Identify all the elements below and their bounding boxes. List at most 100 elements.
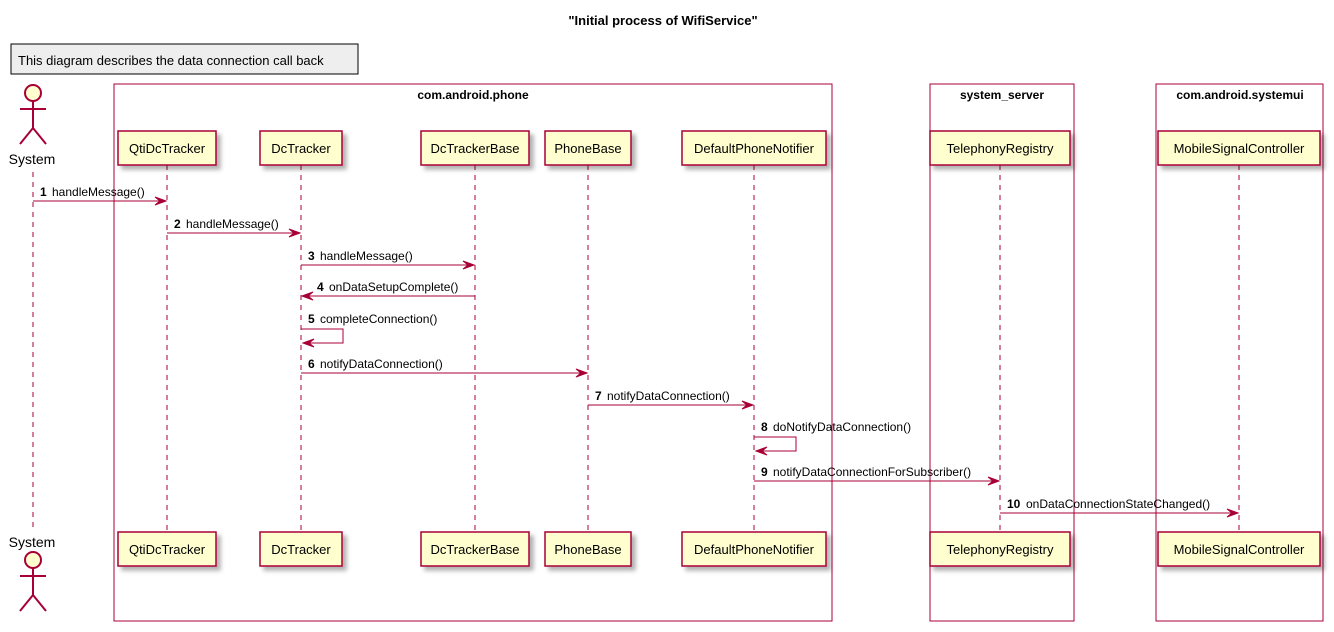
note-box [10,43,359,75]
participant-label: DefaultPhoneNotifier [694,542,815,557]
message-4: 4 onDataSetupComplete() [300,280,475,301]
participant-box [929,531,1071,567]
arrowhead [1226,508,1240,518]
message-5: 5 completeConnection() [301,312,437,348]
message-label: notifyDataConnection() [320,357,443,371]
participant-box [1157,130,1321,166]
participant-label: QtiDcTracker [129,542,206,557]
participant-label: TelephonyRegistry [947,542,1054,557]
message-number: 9 [761,465,768,479]
participant-mobilesignalcontroller-bottom: MobileSignalController [1157,531,1321,567]
participant-box [681,531,827,567]
actor-left-leg [19,594,34,612]
participant-box [420,130,530,166]
participant-box [259,130,343,166]
stick-figure-actor-icon [19,551,47,612]
message-7: 7 notifyDataConnection() [588,389,755,410]
participant-box [544,531,632,567]
box-com-android-systemui-label: com.android.systemui [1176,88,1303,102]
diagram-title: "Initial process of WifiService" [568,13,757,28]
participant-box [117,531,217,567]
message-3: 3 handleMessage() [301,249,476,270]
arrowhead [754,446,768,456]
message-number: 2 [174,217,181,231]
participant-label: DcTracker [271,141,331,156]
message-1: 1 handleMessage() [33,185,168,206]
message-number: 5 [308,312,315,326]
message-label: onDataConnectionStateChanged() [1026,497,1210,511]
arrowhead [301,338,315,348]
actor-label: System [9,534,56,550]
box-com-android-systemui [1155,83,1324,622]
participant-box [929,130,1071,166]
participant-label: PhoneBase [554,141,621,156]
message-number: 8 [761,420,768,434]
arrowhead [288,228,302,238]
participant-box [544,130,632,166]
message-label: notifyDataConnectionForSubscriber() [773,465,971,479]
message-10: 10 onDataConnectionStateChanged() [1000,497,1240,518]
note-text: This diagram describes the data connecti… [18,53,324,68]
participant-box [1157,531,1321,567]
stick-figure-actor-icon [19,84,47,145]
message-label: doNotifyDataConnection() [773,420,911,434]
message-number: 3 [308,249,315,263]
box-system-server-label: system_server [960,88,1044,102]
participant-qtidctracker-top: QtiDcTracker [117,130,217,166]
participant-phonebase-bottom: PhoneBase [544,531,632,567]
message-6: 6 notifyDataConnection() [301,357,589,378]
participant-label: QtiDcTracker [129,141,206,156]
arrowhead [154,196,168,206]
message-label: completeConnection() [320,312,437,326]
message-number: 10 [1007,497,1021,511]
participant-label: DcTracker [271,542,331,557]
message-label: notifyDataConnection() [607,389,730,403]
actor-label: System [9,151,56,167]
participant-qtidctracker-bottom: QtiDcTracker [117,531,217,567]
participant-telephonyregistry-bottom: TelephonyRegistry [929,531,1071,567]
message-self-line [754,436,797,452]
participant-defaultphonenotifier-top: DefaultPhoneNotifier [681,130,827,166]
message-number: 7 [595,389,602,403]
participant-label: DcTrackerBase [430,141,519,156]
participant-dctracker-bottom: DcTracker [259,531,343,567]
actor-right-leg [32,127,47,145]
participant-box [420,531,530,567]
message-number: 1 [40,185,47,199]
message-self-line [301,328,344,344]
actor-left-leg [19,127,34,145]
participant-telephonyregistry-top: TelephonyRegistry [929,130,1071,166]
actor-head [24,84,42,102]
actor-system-bottom: System [9,534,56,612]
arrowhead [741,400,755,410]
participant-dctracker-top: DcTracker [259,130,343,166]
description-note: This diagram describes the data connecti… [10,43,359,75]
arrowhead [300,291,314,301]
message-8: 8 doNotifyDataConnection() [754,420,911,456]
actor-head [24,551,42,569]
box-system-server [929,83,1075,622]
participant-label: TelephonyRegistry [947,141,1054,156]
participant-mobilesignalcontroller-top: MobileSignalController [1157,130,1321,166]
participant-label: DefaultPhoneNotifier [694,141,815,156]
participant-defaultphonenotifier-bottom: DefaultPhoneNotifier [681,531,827,567]
message-label: onDataSetupComplete() [329,280,458,294]
message-number: 4 [317,280,324,294]
arrowhead [462,260,476,270]
participant-dctrackerbase-top: DcTrackerBase [420,130,530,166]
participant-dctrackerbase-bottom: DcTrackerBase [420,531,530,567]
message-label: handleMessage() [52,185,145,199]
participant-box [681,130,827,166]
participant-label: MobileSignalController [1174,542,1305,557]
message-number: 6 [308,357,315,371]
box-com-android-phone [113,83,833,622]
arrowhead [575,368,589,378]
participant-box [259,531,343,567]
participant-box [117,130,217,166]
message-label: handleMessage() [320,249,413,263]
arrowhead [987,476,1001,486]
participant-label: MobileSignalController [1174,141,1305,156]
participant-phonebase-top: PhoneBase [544,130,632,166]
